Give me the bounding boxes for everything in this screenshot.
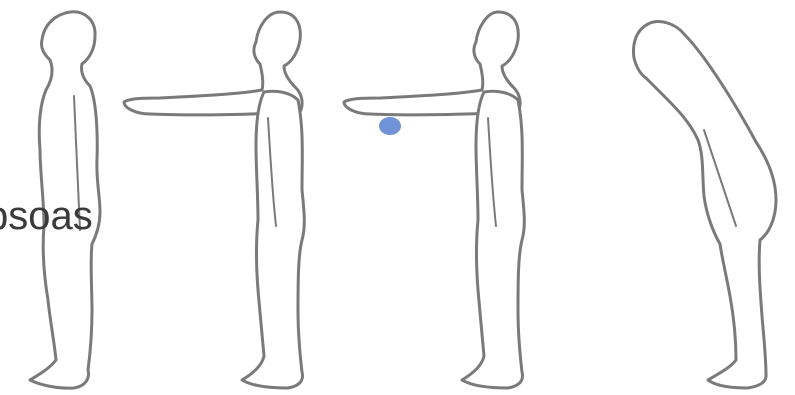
figure-standing-arms-forward [124,12,304,388]
figure-standing-arms-forward-marked [344,12,524,388]
figure-forward-bend [634,22,776,388]
marker-dot [379,117,401,135]
muscle-label: psoas [0,196,93,236]
